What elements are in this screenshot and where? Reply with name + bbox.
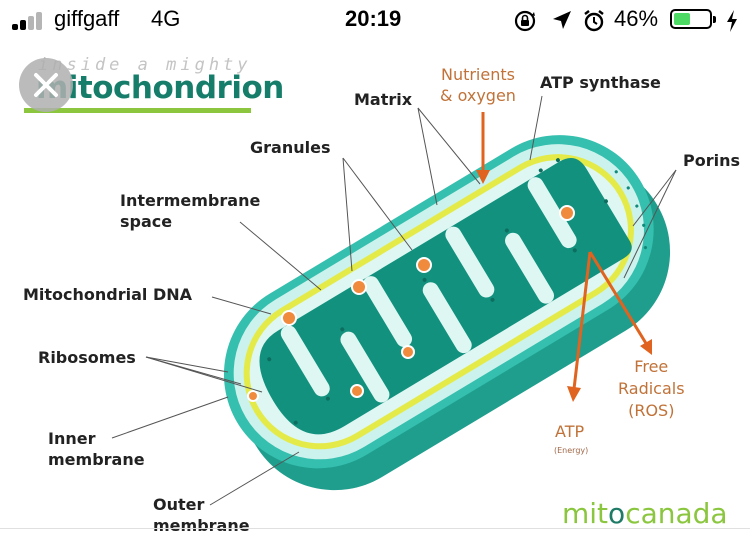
mitocanada-logo: mitocanada — [562, 497, 728, 530]
leader-lines — [111, 95, 677, 506]
battery-tip — [713, 16, 716, 23]
title-underline — [24, 108, 251, 113]
label-atp-energy: (Energy) — [554, 446, 589, 455]
label-inner-membrane: Inner membrane — [48, 429, 145, 469]
label-intermembrane-space: Intermembrane space — [120, 191, 261, 231]
label-porins: Porins — [683, 151, 741, 170]
label-outer-membrane: Outer membrane — [153, 495, 250, 535]
diagram-title: mitochondrion — [36, 70, 284, 106]
diagram-subtitle: inside a mighty — [38, 55, 252, 75]
status-bar: giffgaff 4G 20:19 46% — [0, 0, 750, 40]
label-mitochondrial-dna: Mitochondrial DNA — [23, 285, 193, 304]
label-atp: ATP — [555, 422, 585, 441]
orientation-lock-icon — [514, 10, 536, 32]
battery-percent: 46% — [614, 6, 659, 31]
cristae-gaps — [280, 177, 577, 403]
charging-bolt-icon — [727, 10, 737, 32]
label-ribosomes: Ribosomes — [38, 348, 136, 367]
label-matrix: Matrix — [354, 90, 413, 109]
network-type: 4G — [151, 6, 181, 31]
label-free-radicals: Free Radicals (ROS) — [618, 357, 685, 420]
porin-dots — [614, 170, 648, 250]
label-atp-synthase: ATP synthase — [540, 73, 661, 92]
bottom-divider — [0, 528, 750, 529]
location-arrow-icon — [553, 11, 571, 29]
clock-time: 20:19 — [345, 6, 402, 31]
label-nutrients-oxygen: Nutrients & oxygen — [440, 65, 516, 105]
atp-synthase-dots — [267, 158, 608, 425]
cristae — [259, 158, 632, 435]
mitochondrion-body — [223, 135, 671, 491]
cellular-signal-icon — [12, 12, 50, 30]
battery-level — [674, 13, 690, 25]
alarm-clock-icon — [584, 10, 604, 32]
close-icon — [34, 73, 58, 97]
flow-arrows — [476, 112, 652, 402]
close-button[interactable] — [19, 58, 73, 112]
brand-right: canada — [625, 497, 728, 530]
label-granules: Granules — [250, 138, 331, 157]
brand-left: mit — [562, 497, 609, 530]
brand-accent: o — [608, 497, 626, 530]
battery-icon — [670, 9, 712, 29]
carrier-name: giffgaff — [54, 6, 120, 31]
granules — [247, 205, 575, 402]
